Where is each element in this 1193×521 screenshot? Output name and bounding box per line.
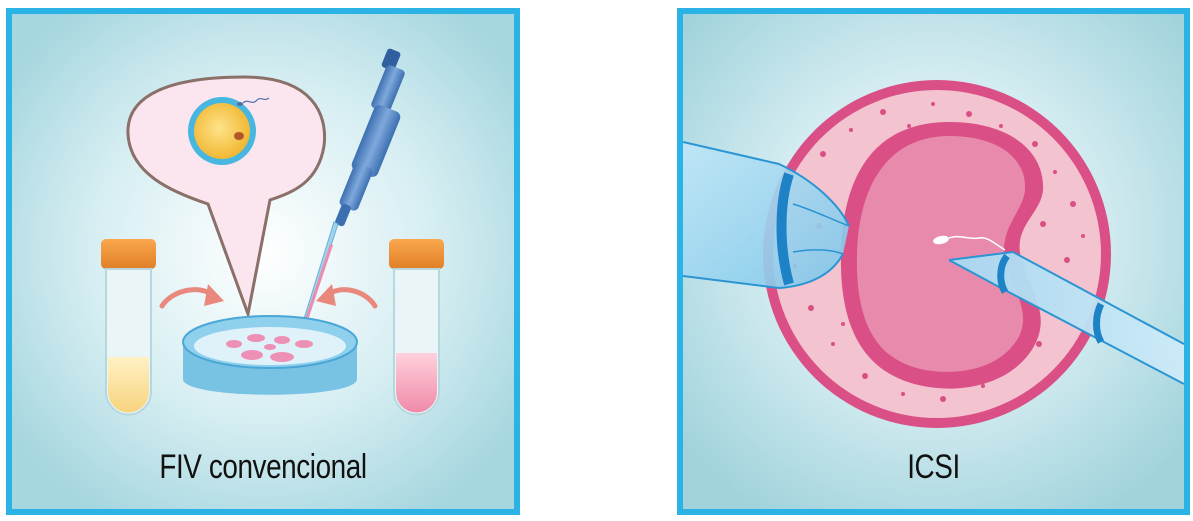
tube-right	[389, 239, 444, 415]
egg-cell	[188, 97, 256, 165]
caption-icsi: ICSI	[728, 448, 1139, 487]
panel-fiv-convencional: FIV convencional	[6, 8, 520, 515]
tube-left	[101, 239, 156, 415]
icsi-illustration	[683, 14, 1184, 509]
petri-dish	[183, 316, 357, 395]
fiv-illustration	[12, 14, 514, 509]
panel-icsi: ICSI	[677, 8, 1190, 515]
caption-fiv: FIV convencional	[57, 448, 469, 487]
